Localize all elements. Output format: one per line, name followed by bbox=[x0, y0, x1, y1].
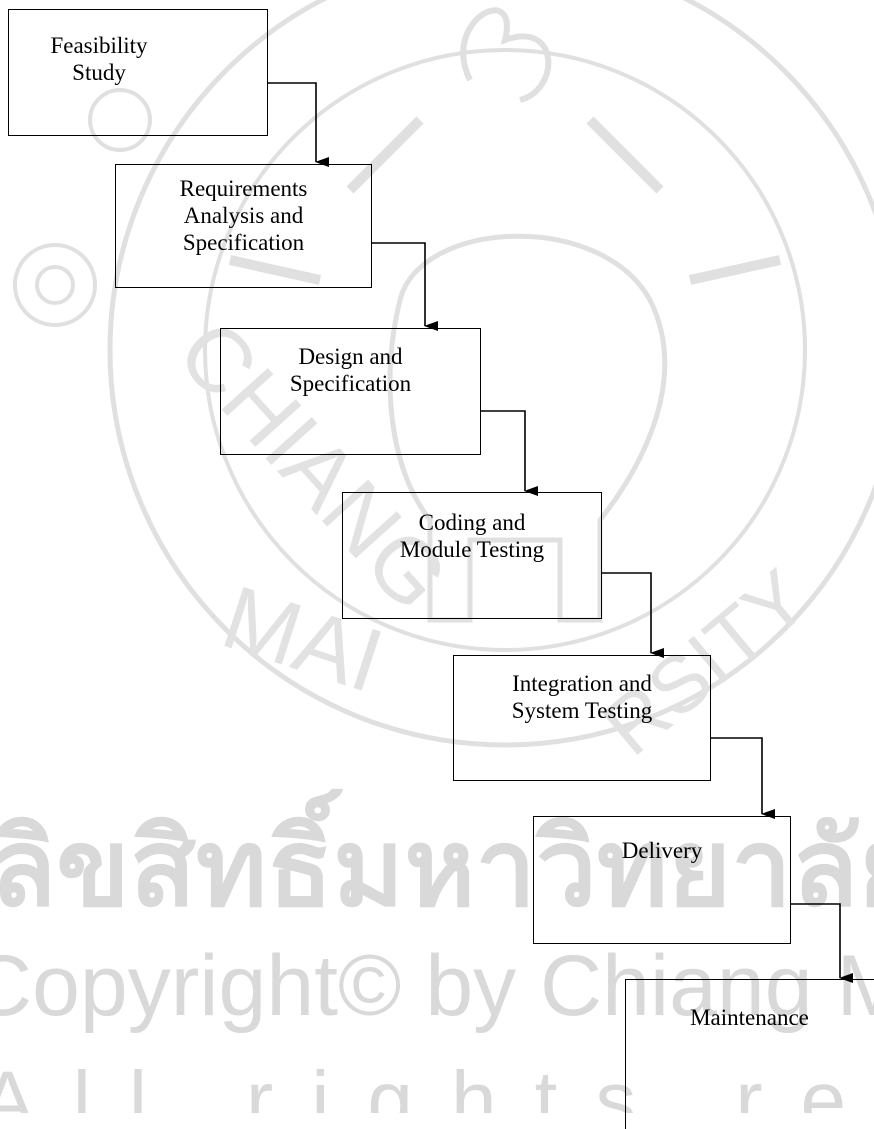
arrow-integration-to-delivery bbox=[711, 737, 775, 819]
step-label: Integration and System Testing bbox=[511, 671, 653, 723]
arrow-delivery-to-maintenance bbox=[791, 903, 853, 983]
arrow-feasibility-to-requirements bbox=[268, 82, 329, 167]
step-requirements-analysis: Requirements Analysis and Specification bbox=[115, 164, 372, 288]
step-maintenance: Maintenance bbox=[625, 979, 874, 1129]
step-label: Feasibility Study bbox=[50, 33, 148, 85]
step-label: Delivery bbox=[621, 838, 703, 863]
arrow-requirements-to-design bbox=[372, 242, 438, 331]
step-label: Requirements Analysis and Specification bbox=[179, 176, 308, 255]
step-label: Coding and Module Testing bbox=[399, 510, 545, 562]
step-label: Design and Specification bbox=[289, 344, 412, 396]
watermark-copyright: Copyright© by Chiang Mai University bbox=[0, 938, 874, 1034]
step-label: Maintenance bbox=[690, 1005, 809, 1030]
watermark-rights: All rights reserved bbox=[0, 1055, 874, 1113]
watermark-thai: ลิขสิทธิ์มหาวิทยาลัยเชียงใหม่ bbox=[0, 788, 874, 928]
university-seal bbox=[13, 0, 874, 748]
step-coding-module-testing: Coding and Module Testing bbox=[342, 492, 602, 619]
step-feasibility-study: Feasibility Study bbox=[8, 9, 268, 136]
step-design-specification: Design and Specification bbox=[220, 328, 481, 455]
step-delivery: Delivery bbox=[533, 816, 791, 944]
arrow-coding-to-integration bbox=[602, 572, 664, 658]
arrow-design-to-coding bbox=[481, 410, 538, 496]
step-integration-system-testing: Integration and System Testing bbox=[453, 655, 711, 781]
